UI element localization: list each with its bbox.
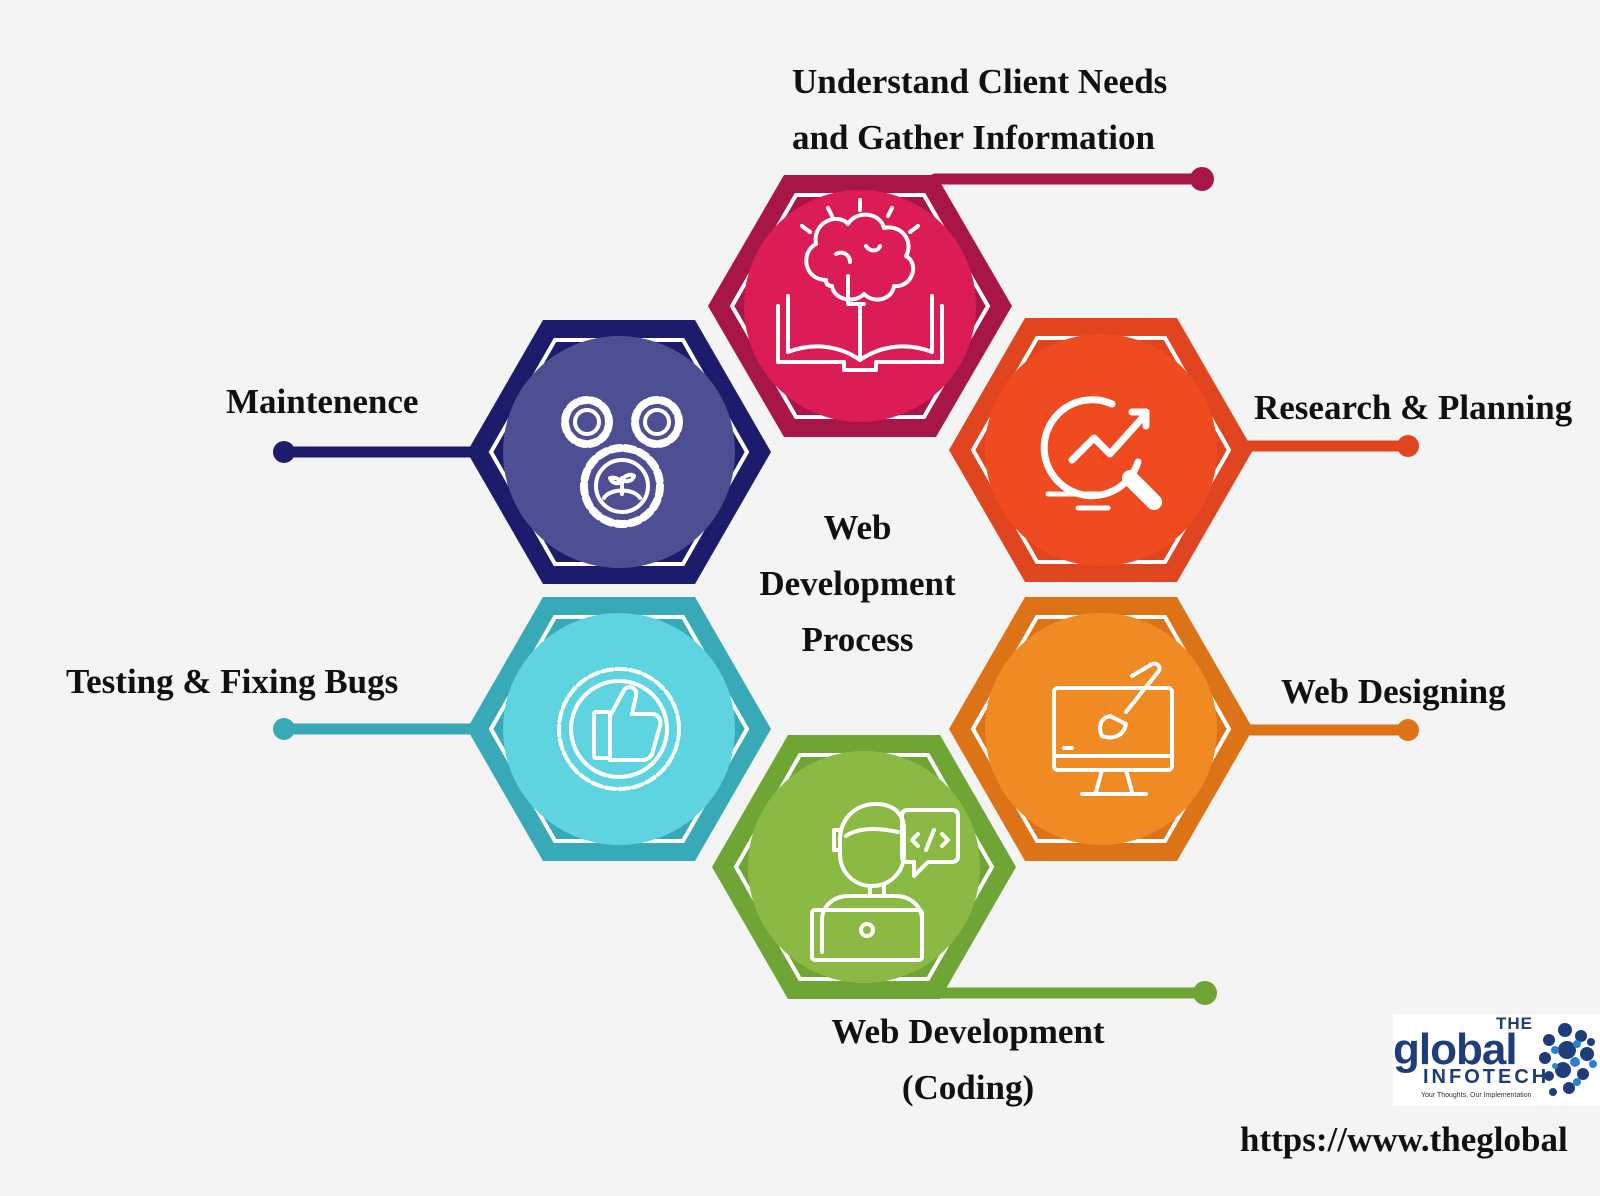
developer-laptop-icon [810, 802, 960, 962]
gears-icon [561, 396, 683, 528]
step-label-coding: Web Development (Coding) [818, 1004, 1118, 1116]
step-label-testing: Testing & Fixing Bugs [66, 654, 398, 710]
step-label-coding-line1: Web Development [831, 1012, 1105, 1051]
monitor-paintbrush-icon [1052, 661, 1174, 796]
brain-book-icon [776, 198, 944, 372]
center-title: Web Development Process [740, 500, 975, 668]
connector-dot-coding [1193, 981, 1217, 1005]
logo-tagline: Your Thoughts, Our Implementation [1421, 1092, 1532, 1099]
hexagon-testing [467, 597, 771, 861]
connector-dot-research [1397, 435, 1419, 457]
step-label-understand: Understand Client Needs and Gather Infor… [792, 54, 1167, 166]
step-label-research-line1: Research & Planning [1254, 388, 1573, 427]
logo-infotech: INFOTECH [1423, 1066, 1550, 1088]
step-label-coding-line2: (Coding) [901, 1068, 1035, 1107]
step-label-designing-line1: Web Designing [1281, 672, 1506, 711]
step-label-understand-line1: Understand Client Needs [792, 62, 1168, 101]
connector-dot-testing [273, 718, 295, 740]
logo-global: global [1393, 1025, 1518, 1074]
step-label-designing: Web Designing [1281, 664, 1506, 720]
hexagon-research [949, 318, 1253, 582]
step-label-maintenance-line1: Maintenence [226, 382, 419, 421]
company-logo: THE global INFOTECH Your Thoughts, Our I… [1393, 1014, 1600, 1106]
center-title-line3: Process [801, 620, 914, 659]
chart-magnifier-icon [1040, 396, 1162, 511]
connector-dot-maintenance [273, 441, 295, 463]
center-title-line1: Web [823, 508, 892, 547]
logo-the: THE [1496, 1014, 1533, 1033]
connector-dot-understand [1190, 167, 1214, 191]
website-url: https://www.theglobal [1240, 1120, 1568, 1159]
step-label-research: Research & Planning [1254, 380, 1572, 436]
center-title-line2: Development [759, 564, 956, 603]
step-label-testing-line1: Testing & Fixing Bugs [66, 662, 399, 701]
step-label-maintenance: Maintenence [226, 374, 418, 430]
thumbs-up-badge-icon [557, 667, 681, 791]
connector-dot-designing [1397, 719, 1419, 741]
step-label-understand-line2: and Gather Information [792, 118, 1155, 157]
connectors [273, 167, 1419, 1005]
globe-dots-icon [1539, 1023, 1597, 1096]
